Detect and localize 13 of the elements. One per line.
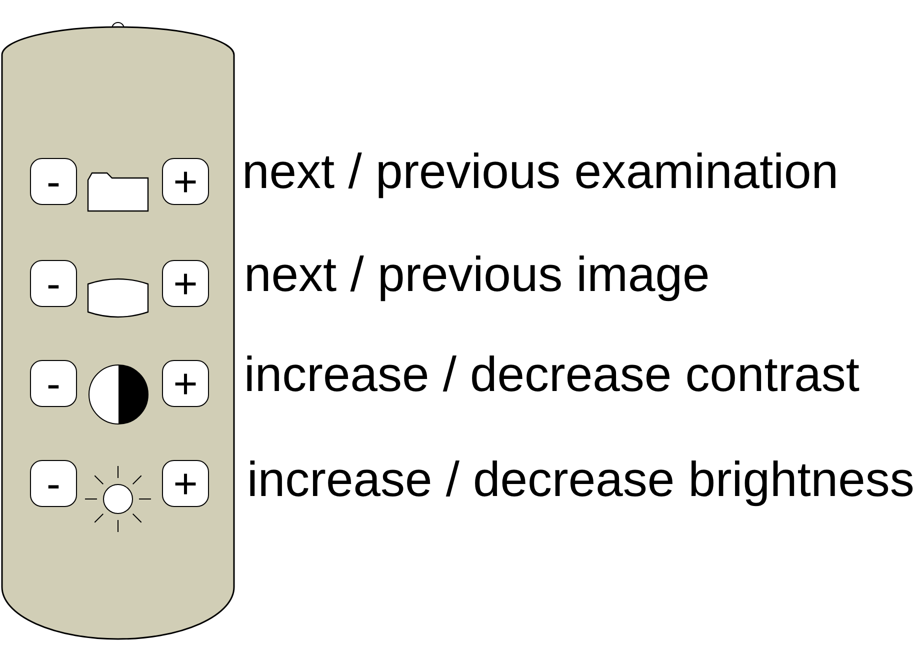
plus-button: +: [162, 460, 209, 507]
button-description: next / previous examination: [242, 144, 838, 200]
button-description: increase / decrease brightness: [247, 452, 914, 508]
minus-button: -: [30, 460, 77, 507]
button-description: increase / decrease contrast: [244, 347, 860, 403]
button-description: next / previous image: [244, 247, 710, 303]
minus-button: -: [30, 158, 77, 205]
minus-button: -: [30, 360, 77, 407]
minus-button: -: [30, 260, 77, 307]
plus-button: +: [162, 360, 209, 407]
remote-control-body: [1, 20, 237, 642]
plus-button: +: [162, 158, 209, 205]
plus-button: +: [162, 260, 209, 307]
